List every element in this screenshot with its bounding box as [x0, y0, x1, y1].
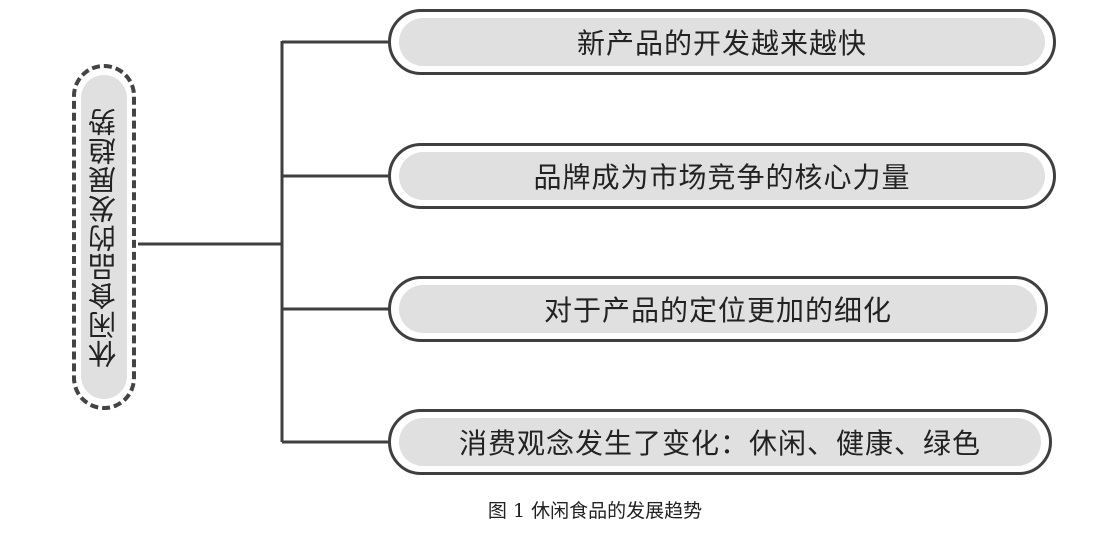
branch-node-label: 品牌成为市场竞争的核心力量 — [533, 161, 911, 194]
branch-node-fill: 消费观念发生了变化：休闲、健康、绿色 — [399, 418, 1041, 466]
branch-node-label: 对于产品的定位更加的细化 — [543, 294, 892, 327]
branch-node-fill: 新产品的开发越来越快 — [399, 18, 1045, 66]
root-node-label: 休闲食品的发展趋势 — [87, 106, 120, 368]
root-node: 休闲食品的发展趋势 — [72, 64, 136, 410]
branch-node-new-product: 新产品的开发越来越快 — [388, 9, 1056, 75]
branch-node-label: 消费观念发生了变化：休闲、健康、绿色 — [458, 427, 981, 460]
root-node-fill: 休闲食品的发展趋势 — [81, 75, 127, 399]
figure-caption: 图 1 休闲食品的发展趋势 — [487, 500, 703, 522]
branch-node-positioning: 对于产品的定位更加的细化 — [388, 276, 1048, 342]
branch-node-brand: 品牌成为市场竞争的核心力量 — [388, 143, 1056, 209]
branch-node-fill: 对于产品的定位更加的细化 — [399, 285, 1037, 333]
branch-node-fill: 品牌成为市场竞争的核心力量 — [399, 152, 1045, 200]
branch-node-consumption: 消费观念发生了变化：休闲、健康、绿色 — [388, 409, 1052, 475]
branch-node-label: 新产品的开发越来越快 — [576, 27, 867, 60]
